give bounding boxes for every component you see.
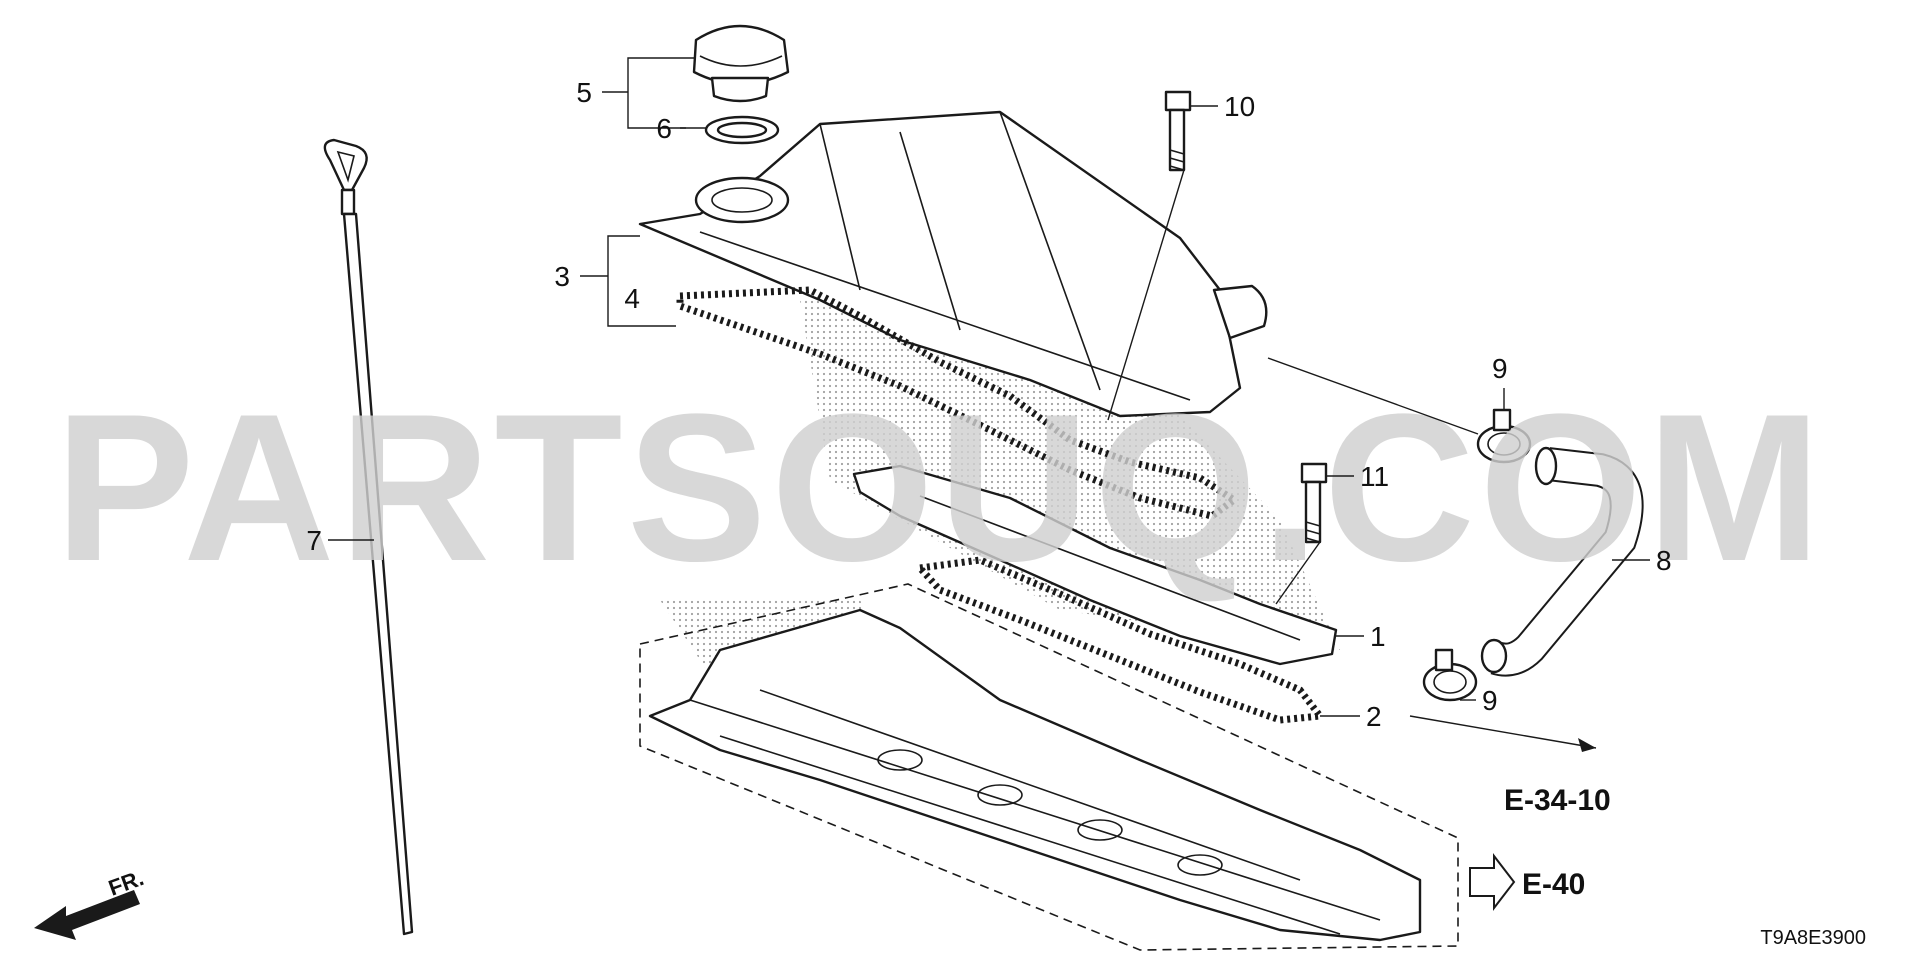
part-7-oil-dipstick	[323, 138, 414, 936]
callout-8: 8	[1656, 545, 1672, 576]
callout-11: 11	[1360, 461, 1389, 492]
part-4-head-cover-gasket	[676, 286, 1241, 520]
callout-6: 6	[656, 113, 672, 144]
part-1-baffle-plate	[852, 464, 1338, 666]
cylinder-head-assembly	[639, 583, 1459, 951]
front-direction-arrow-icon	[34, 890, 140, 940]
callout-5: 5	[576, 77, 592, 108]
callout-10: 10	[1224, 91, 1255, 122]
part-11-bolt	[1300, 462, 1328, 544]
part-3-head-cover	[638, 110, 1268, 418]
part-5-filler-cap	[692, 24, 790, 103]
callout-4: 4	[624, 283, 640, 314]
leader-lines	[328, 57, 1650, 752]
part-9-hose-clamp-upper	[1476, 408, 1532, 464]
reference-e-40-arrow	[1469, 853, 1516, 911]
callout-2: 2	[1366, 701, 1382, 732]
callout-3: 3	[554, 261, 570, 292]
callout-9-upper: 9	[1492, 353, 1508, 384]
callout-1: 1	[1370, 621, 1386, 652]
callout-7: 7	[306, 525, 322, 556]
callout-9-lower: 9	[1482, 685, 1498, 716]
part-8-breather-hose	[1480, 446, 1644, 677]
reference-e-40[interactable]: E-40	[1522, 868, 1585, 901]
watermark: PARTSOUQ.COM	[55, 370, 1826, 605]
part-10-bolt	[1164, 90, 1192, 172]
callout-labels: 5 6 3 4 7 10 11 1 2 8 9 9	[306, 77, 1671, 732]
reference-e-34-10[interactable]: E-34-10	[1504, 784, 1611, 817]
part-2-baffle-gasket	[912, 556, 1327, 724]
part-9-hose-clamp-lower	[1422, 648, 1478, 702]
front-marker-label: FR.	[105, 865, 147, 901]
part-6-o-ring	[704, 115, 780, 145]
diagram-code: T9A8E3900	[1760, 927, 1866, 949]
